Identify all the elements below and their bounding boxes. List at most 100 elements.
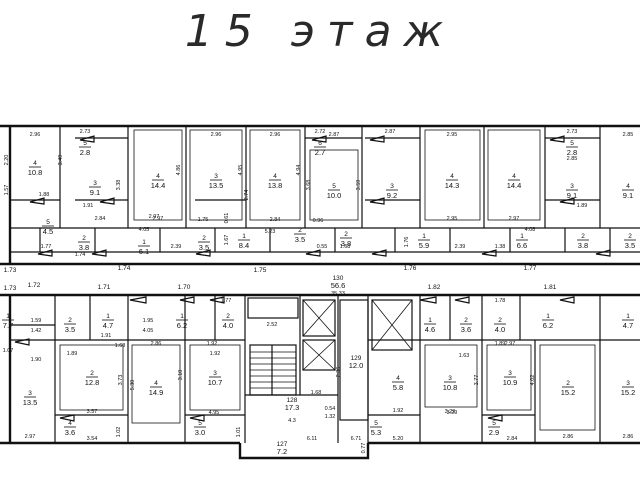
lower-room-3-number: 4 [154, 380, 158, 387]
upper-room-3-number: 3 [93, 180, 97, 187]
room-labels: 410.82.9652.82.7339.12.84414.42.97313.52… [2, 129, 636, 456]
upper-room-8-number: 5 [332, 183, 336, 190]
upper-room-12-number: 3 [570, 183, 574, 190]
upper-partitions [10, 126, 640, 253]
upper-dimension: 4.86 [176, 165, 182, 176]
upper-room-7-width: 2.72 [315, 129, 326, 135]
upper-room-14-area: 9.1 [623, 191, 633, 200]
lower-dimension: 1.78 [495, 298, 506, 304]
lower-small-14-number: 5 [492, 420, 496, 427]
upper-room-2-area: 2.8 [80, 148, 90, 157]
lower-room-3-area: 14.9 [149, 388, 164, 397]
lower-room-5-area: 5.8 [393, 383, 403, 392]
upper-room-1-width: 2.96 [30, 132, 41, 138]
upper-room-7-number: 6 [318, 140, 322, 147]
lower-room-4-width: 1.92 [210, 351, 221, 357]
upper-dimension: 2.84 [270, 217, 281, 223]
lower-small-10-area: 4.7 [623, 321, 633, 330]
upper-dimension: 1.88 [39, 192, 50, 198]
lower-room-4-number: 3 [213, 370, 217, 377]
upper-room-9-number: 3 [390, 183, 394, 190]
upper-dimension: 1.67 [224, 235, 230, 246]
lower-room-9-area: 15.2 [621, 388, 636, 397]
core-130-sub: 35.33 [331, 291, 345, 297]
core-129-area: 12.0 [349, 361, 364, 370]
lower-dimension: 3.29 [447, 410, 458, 416]
lower-small-12-area: 3.0 [195, 428, 205, 437]
lower-dimension: 1.59 [31, 318, 42, 324]
lower-dimension: 4.02 [530, 375, 536, 386]
upper-room-12-width: 2.85 [567, 156, 578, 162]
upper-room-6-width: 2.96 [270, 132, 281, 138]
corridor-mark: 1.71 [98, 284, 111, 291]
lower-room-6-number: 3 [448, 375, 452, 382]
elevator-1 [302, 299, 336, 337]
upper-room-11-number: 4 [512, 173, 516, 180]
lower-room-2-number: 2 [90, 370, 94, 377]
upper-small-6-number: 2 [298, 227, 302, 234]
upper-dimension: 3.49 [58, 155, 64, 166]
lower-small-10-number: 1 [626, 313, 630, 320]
lower-small-7-area: 3.6 [461, 325, 471, 334]
upper-room-8-area: 10.0 [327, 191, 342, 200]
upper-room-boxes [133, 129, 541, 221]
lower-small-9-area: 6.2 [543, 321, 553, 330]
upper-room-5-width: 2.96 [211, 132, 222, 138]
lower-dimension: 1.01 [236, 427, 242, 438]
upper-room-14-width: 2.85 [623, 132, 634, 138]
core-128-sub: 4.3 [288, 418, 296, 424]
lower-small-1-area: 7.7 [3, 321, 13, 330]
upper-room-3-width: 2.84 [95, 216, 106, 222]
lower-dimension: 1.77 [221, 298, 232, 304]
upper-room-9-width: 2.87 [385, 129, 396, 135]
lower-room-1-number: 3 [28, 390, 32, 397]
core-dimension: 1.32 [325, 414, 336, 420]
upper-small-7-number: 2 [344, 231, 348, 238]
upper-dimension: 0.96 [313, 218, 324, 224]
upper-small-8-area: 5.9 [419, 241, 429, 250]
lower-small-13-area: 5.3 [371, 428, 381, 437]
upper-small-6-area: 3.5 [295, 235, 305, 244]
upper-small-11-number: 2 [628, 233, 632, 240]
lower-small-6-number: 1 [428, 317, 432, 324]
lower-small-6-area: 4.6 [425, 325, 435, 334]
core-127-area: 7.2 [277, 447, 287, 456]
upper-small-8-number: 1 [422, 233, 426, 240]
upper-room-3-area: 9.1 [90, 188, 100, 197]
upper-room-14-number: 4 [626, 183, 630, 190]
upper-dimension: 2.20 [4, 155, 10, 166]
lower-room-5-number: 4 [396, 375, 400, 382]
lower-partitions [10, 295, 640, 443]
upper-small-4-number: 2 [202, 235, 206, 242]
corridor-mark: 1.74 [118, 265, 131, 272]
lower-dimension: 4.05 [143, 328, 154, 334]
upper-dimension: 2.74 [244, 190, 250, 201]
lower-dimension: 1.89 [67, 351, 78, 357]
upper-dimension: 2.97 [149, 214, 160, 220]
upper-dimension: 4.08 [525, 227, 536, 233]
lower-small-5-number: 2 [226, 313, 230, 320]
lower-room-7-area: 10.9 [503, 378, 518, 387]
upper-room-6-number: 4 [273, 173, 277, 180]
lower-small-9-number: 1 [546, 313, 550, 320]
core-128-area: 17.3 [285, 403, 300, 412]
corridor-mark: 1.70 [178, 284, 191, 291]
upper-room-2-width: 2.73 [80, 129, 91, 135]
core-dimension: 1.68 [311, 390, 322, 396]
upper-room-8-width: 2.87 [329, 132, 340, 138]
corridor-mark: 1.76 [404, 265, 417, 272]
lower-dimension: 1.63 [459, 353, 470, 359]
lower-small-2-number: 1 [106, 313, 110, 320]
upper-dimension: 2.95 [447, 216, 458, 222]
core-dimension: 2.36 [336, 367, 342, 378]
core-dimension: 6.11 [307, 436, 317, 442]
lower-dimension: 1.89 [495, 341, 506, 347]
upper-small-1-number: 5 [46, 219, 50, 226]
upper-dimension: 4.05 [139, 227, 150, 233]
lower-room-1-width: 2.97 [25, 434, 36, 440]
upper-small-1-area: 4.5 [43, 227, 53, 236]
lower-small-11-number: 4 [68, 420, 72, 427]
upper-room-11-width: 2.97 [509, 216, 520, 222]
